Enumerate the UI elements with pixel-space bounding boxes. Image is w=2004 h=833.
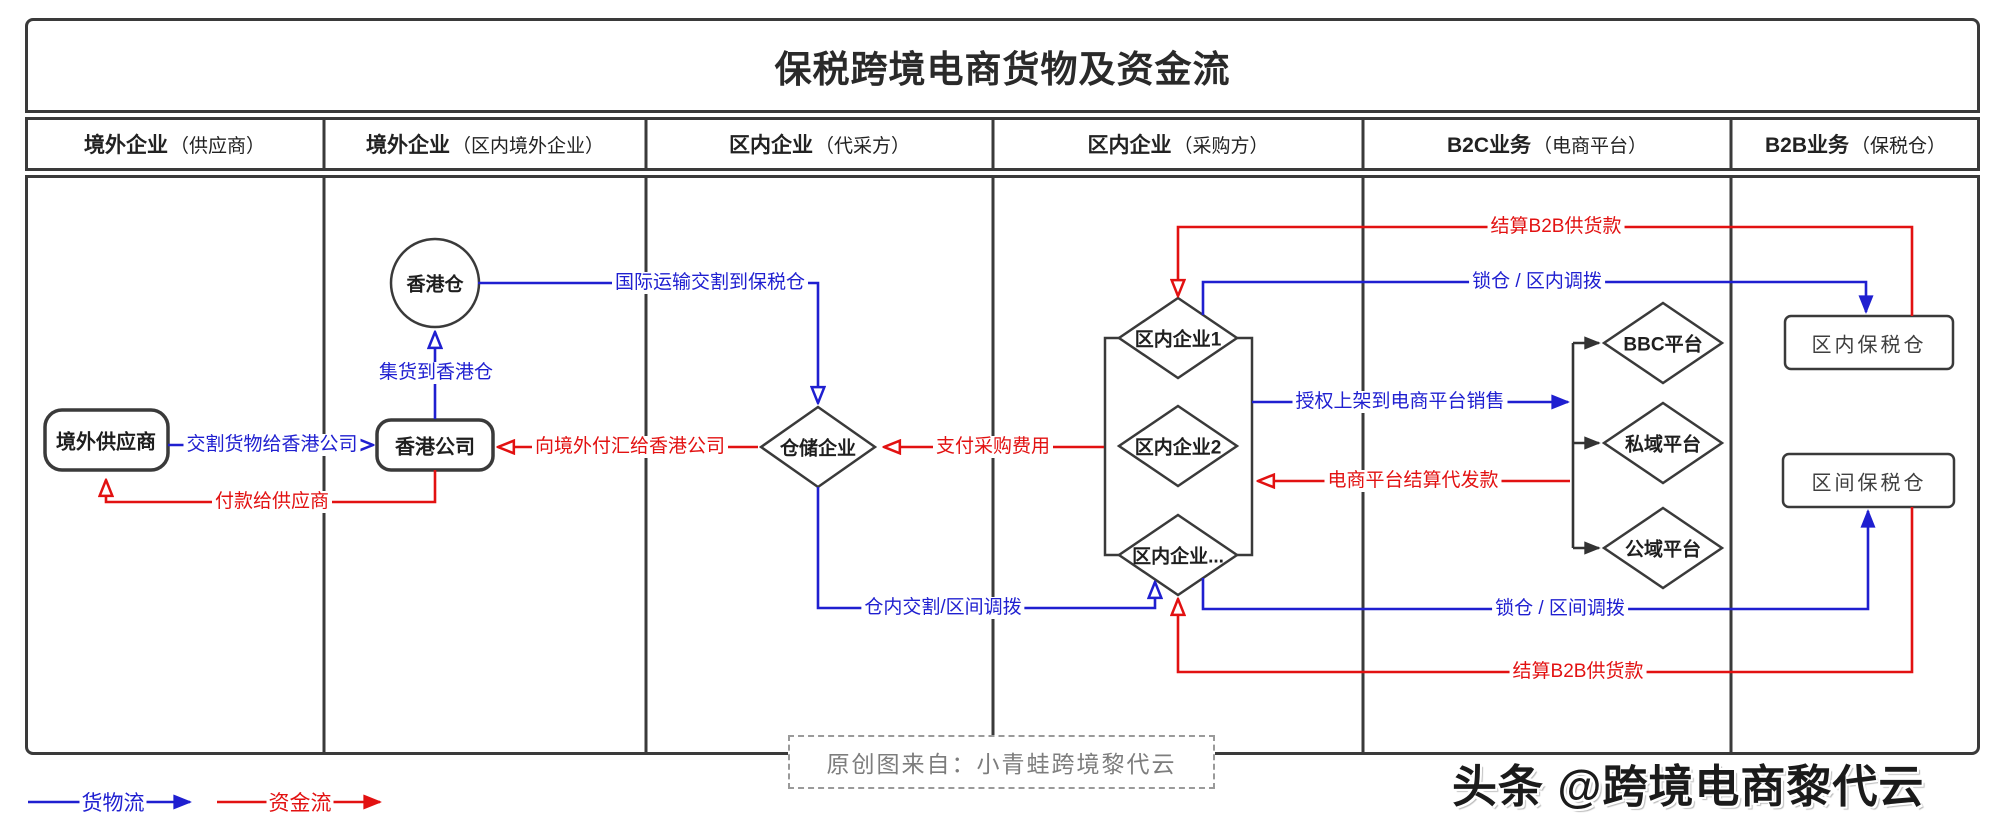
watermark-text: 头条 @跨境电商黎代云 [1452,761,1925,812]
column-header-overseas-supplier: 境外企业 （供应商） [25,117,324,171]
bbc-platform-label: BBC平台 [1623,334,1703,356]
hk-warehouse-label: 香港仓 [406,274,464,296]
edge-label-pay-supplier: 付款给供应商 [211,491,333,513]
zone-company-2-label: 区内企业2 [1134,437,1222,459]
column-separators [322,117,1733,755]
legend-goods-flow-label: 货物流 [79,787,147,817]
edge-label-deliver-goods-to-hk: 交割货物给香港公司 [183,434,361,456]
column-header-zone-agent: 区内企业 （代采方） [646,117,993,171]
column-header-bold: B2C业务 [1446,134,1531,157]
zone-company-2-diamond [1116,404,1240,488]
column-header-bold: 境外企业 [365,134,450,157]
inter-zone-bonded-warehouse-box [1781,452,1956,509]
public-platform-diamond [1601,506,1725,590]
column-header-zone-purchaser: 区内企业 （采购方） [993,117,1363,171]
private-platform-label: 私域平台 [1624,434,1702,456]
overseas-supplier-label: 境外供应商 [56,431,156,454]
edge-label-intl-transport-to-bonded: 国际运输交割到保税仓 [611,272,809,294]
private-platform-diamond [1601,401,1725,485]
in-zone-bonded-warehouse-label: 区内保税仓 [1811,334,1927,357]
edge-label-settle-b2b-top: 结算B2B供货款 [1487,216,1625,238]
column-header-bold: B2B业务 [1764,134,1849,157]
overseas-supplier-box [43,408,170,472]
column-header-overseas-in-zone: 境外企业 （区内境外企业） [324,117,646,171]
edge-label-authorize-listing: 授权上架到电商平台销售 [1292,391,1508,413]
zone-company-1-label: 区内企业1 [1134,329,1222,351]
column-header-bold: 区内企业 [728,134,813,157]
zone-company-n-diamond [1116,513,1240,597]
edge-label-platform-settle-dropship: 电商平台结算代发款 [1324,470,1502,492]
edge-label-pay-procurement-fee: 支付采购费用 [932,436,1054,458]
edge-settle-b2b-bottom [1178,507,1914,674]
source-note-box: 原创图来自：小青蛙跨境黎代云 [788,735,1215,789]
edge-lock-inter-zone-transfer [1201,511,1868,611]
in-zone-bonded-warehouse-box [1783,314,1955,371]
source-note-text: 原创图来自：小青蛙跨境黎代云 [826,751,1177,777]
edge-label-consolidate-to-hk-warehouse: 集货到香港仓 [375,362,497,384]
column-header-bold: 区内企业 [1087,134,1172,157]
column-header-row [25,117,1980,171]
title-bar: 保税跨境电商货物及资金流 [25,18,1980,113]
storage-company-label: 仓储企业 [779,438,857,460]
column-header-bold: 境外企业 [83,134,168,157]
column-header-paren: （保税仓） [1851,135,1947,157]
hk-company-label: 香港公司 [395,436,475,459]
zone-company-n-label: 区内企业... [1132,546,1224,568]
column-header-paren: （采购方） [1173,135,1269,157]
page-title: 保税跨境电商货物及资金流 [774,48,1231,90]
column-header-paren: （区内境外企业） [451,135,604,157]
inter-zone-bonded-warehouse-label: 区间保税仓 [1811,472,1927,495]
edge-label-settle-b2b-bottom: 结算B2B供货款 [1509,661,1647,683]
edge-label-remit-to-hk-company: 向境外付汇给香港公司 [531,436,729,458]
zone-company-1-diamond [1116,296,1240,380]
edge-label-lock-in-zone-transfer: 锁仓 / 区内调拨 [1469,271,1605,293]
column-header-b2c: B2C业务 （电商平台） [1363,117,1731,171]
bbc-platform-diamond [1601,301,1725,385]
legend-capital-flow-label: 资金流 [266,787,334,817]
edge-intl-transport-to-bonded [478,281,818,403]
public-platform-label: 公域平台 [1624,539,1702,561]
column-header-b2b: B2B业务 （保税仓） [1731,117,1980,171]
column-header-paren: （电商平台） [1533,135,1648,157]
column-header-paren: （供应商） [169,135,265,157]
edge-label-lock-inter-zone-transfer: 锁仓 / 区间调拨 [1492,598,1628,620]
column-header-paren: （代采方） [814,135,910,157]
edge-label-in-warehouse-transfer: 仓内交割/区间调拨 [861,597,1025,619]
